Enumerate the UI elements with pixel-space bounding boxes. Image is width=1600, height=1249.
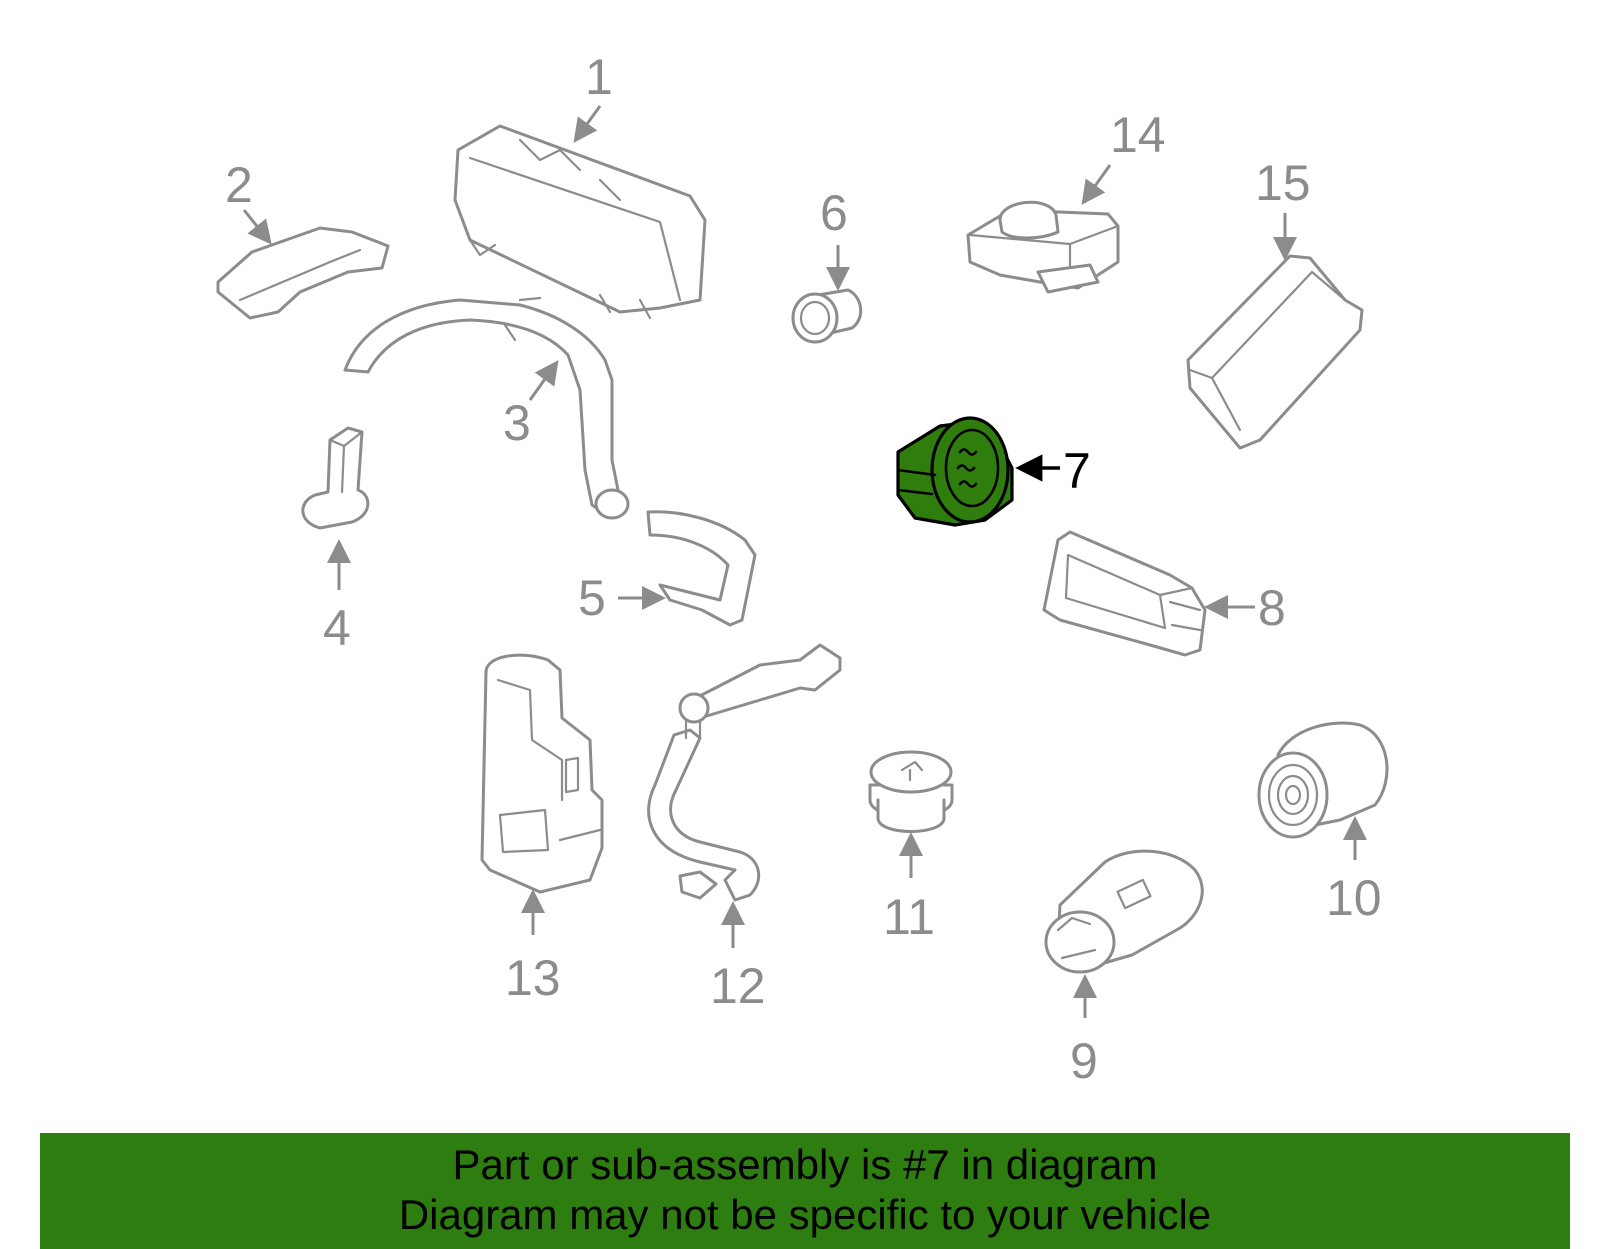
part-3-duct <box>343 296 630 520</box>
banner-line-disclaimer: Diagram may not be specific to your vehi… <box>398 1191 1212 1238</box>
svg-text:5: 5 <box>578 570 606 626</box>
callout-14: 14 <box>1081 107 1166 205</box>
callout-8: 8 <box>1204 580 1286 636</box>
svg-text:11: 11 <box>883 889 935 945</box>
callout-7: 7 <box>1015 443 1091 499</box>
callout-3: 3 <box>503 360 559 451</box>
part-12-hose <box>647 643 842 902</box>
part-11-cap <box>868 750 954 833</box>
svg-text:15: 15 <box>1255 155 1311 211</box>
part-13-module <box>480 653 604 894</box>
part-14-sensor <box>966 200 1120 294</box>
part-10-switch <box>1257 721 1389 839</box>
part-4-vent <box>301 426 370 530</box>
callout-15: 15 <box>1255 155 1311 261</box>
parts-diagram: 1 2 3 4 5 6 <box>216 49 1389 1089</box>
callout-5: 5 <box>578 570 666 626</box>
callout-10: 10 <box>1326 816 1382 926</box>
callout-6: 6 <box>820 185 850 291</box>
svg-text:13: 13 <box>505 950 561 1006</box>
callout-4: 4 <box>323 539 351 656</box>
svg-text:6: 6 <box>820 185 848 241</box>
callout-9: 9 <box>1070 974 1098 1089</box>
banner-line-part-number: Part or sub-assembly is #7 in diagram <box>452 1141 1158 1188</box>
callout-1: 1 <box>573 49 613 143</box>
callout-11: 11 <box>883 832 935 945</box>
part-15-module <box>1186 254 1364 450</box>
svg-text:12: 12 <box>710 958 766 1014</box>
svg-text:4: 4 <box>323 600 351 656</box>
svg-text:14: 14 <box>1110 107 1166 163</box>
part-8-outlet <box>1042 530 1207 657</box>
callout-12: 12 <box>710 901 766 1014</box>
part-9-switch <box>1044 849 1204 974</box>
callout-13: 13 <box>505 889 561 1006</box>
part-7-switch <box>896 416 1014 527</box>
svg-text:2: 2 <box>225 157 253 213</box>
part-1-instrument-cluster <box>453 124 707 320</box>
svg-text:7: 7 <box>1063 443 1091 499</box>
svg-text:8: 8 <box>1258 580 1286 636</box>
svg-text:10: 10 <box>1326 870 1382 926</box>
svg-text:9: 9 <box>1070 1033 1098 1089</box>
part-6-grommet <box>791 288 863 344</box>
part-2-bracket <box>216 226 390 320</box>
info-banner: Part or sub-assembly is #7 in diagram Di… <box>40 1133 1570 1249</box>
svg-text:3: 3 <box>503 395 531 451</box>
svg-text:1: 1 <box>585 49 613 105</box>
part-5-duct <box>646 510 757 627</box>
callout-2: 2 <box>225 157 272 245</box>
